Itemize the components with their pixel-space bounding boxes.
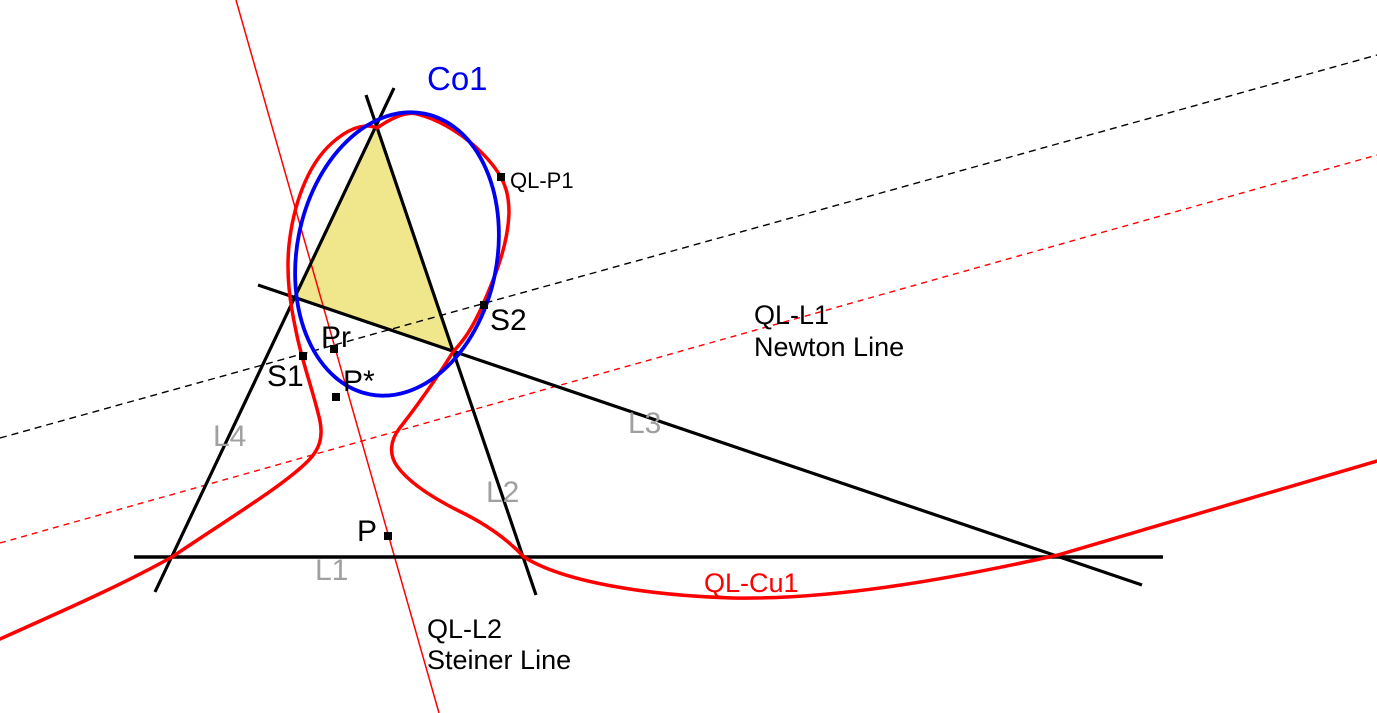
- line-label-l1: L1: [315, 554, 348, 587]
- point-label-s1: S1: [267, 360, 304, 393]
- line-l2: [364, 94, 538, 596]
- point-s2: [480, 301, 488, 309]
- triangle-fill-region: [296, 128, 453, 351]
- conic-co1: [293, 110, 501, 398]
- point-p-star: [332, 393, 340, 401]
- line-l4: [153, 87, 396, 593]
- point-ql-p1: [497, 173, 505, 181]
- line-label-l4: L4: [213, 420, 246, 453]
- line-label-l2: L2: [486, 476, 519, 509]
- steiner-line-id-label: QL-L2: [427, 614, 502, 644]
- point-s1: [299, 352, 307, 360]
- point-label-pr: Pr: [321, 321, 351, 354]
- cubic-curve-ql-cu1: [0, 111, 1377, 641]
- point-label-p-star: P*: [343, 365, 375, 398]
- red-dashed-line: [0, 154, 1377, 544]
- line-label-l3: L3: [628, 407, 661, 440]
- steiner-line: [235, 0, 440, 713]
- newton-line-name-label: Newton Line: [754, 332, 904, 362]
- newton-line-dashed: [0, 54, 1377, 439]
- point-label-s2: S2: [490, 304, 527, 337]
- steiner-line-name-label: Steiner Line: [427, 645, 571, 675]
- newton-line-id-label: QL-L1: [754, 300, 829, 330]
- point-label-ql-p1: QL-P1: [510, 168, 574, 193]
- line-l3: [257, 283, 1143, 587]
- point-p: [384, 532, 392, 540]
- point-pr: [330, 345, 338, 353]
- point-label-p: P: [357, 515, 377, 548]
- conic-label: Co1: [427, 60, 488, 97]
- cubic-label: QL-Cu1: [704, 568, 799, 598]
